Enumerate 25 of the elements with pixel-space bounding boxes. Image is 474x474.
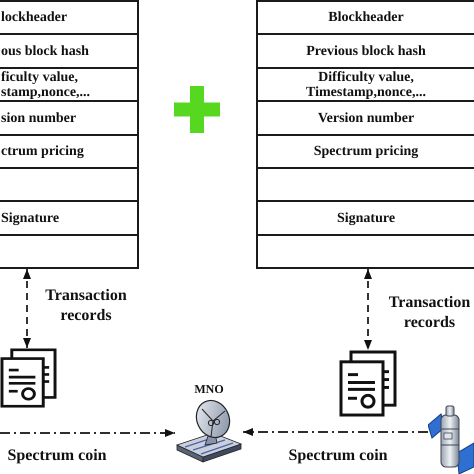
field-label: ous block hash (1, 44, 89, 58)
arrow (0, 429, 175, 437)
double-headed-arrow (23, 269, 31, 348)
field-label: Signature (1, 210, 60, 226)
block-table (256, 0, 474, 269)
edge-label: Spectrum coin (6, 446, 108, 466)
table-row (0, 69, 137, 102)
edge-label: Transaction records (388, 293, 472, 333)
field-label: ctrum pricing (1, 144, 84, 159)
field-label: sion number (1, 110, 76, 126)
field-label: Difficulty value, Timestamp,nonce,... (305, 70, 427, 100)
table-row (258, 69, 474, 102)
field-label: Previous block hash (306, 44, 426, 58)
field-label: Blockheader (328, 10, 404, 25)
node-label: MNO (193, 382, 225, 397)
arrow (243, 428, 428, 436)
field-label: Signature (336, 210, 396, 226)
field-label: lockheader (1, 10, 68, 25)
edge-label: Spectrum coin (287, 446, 389, 466)
field-label: Version number (318, 110, 414, 126)
double-headed-arrow (364, 269, 372, 350)
field-label: Spectrum pricing (314, 144, 418, 159)
edge-label: Transaction records (44, 286, 128, 326)
block-table (0, 0, 139, 269)
field-label: ficulty value, stamp,nonce,... (1, 70, 92, 100)
